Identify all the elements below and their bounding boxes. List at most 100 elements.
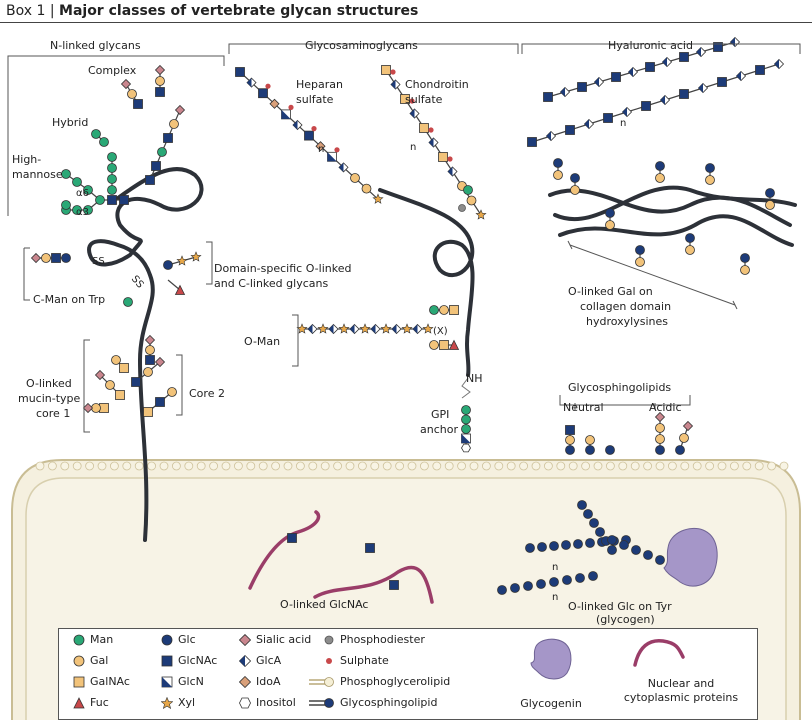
lipid-head <box>72 461 82 471</box>
gal-residue <box>765 200 775 210</box>
high-mannose-label-2: mannose <box>12 168 63 181</box>
legend-glycogenin-icon <box>529 637 575 685</box>
glc-residue <box>605 208 615 218</box>
lipid-head <box>271 461 281 471</box>
gal-residue <box>655 434 665 444</box>
man-residue <box>95 195 105 205</box>
glcnac-residue <box>258 88 268 99</box>
xyl-residue <box>359 323 371 334</box>
glcnac-residue <box>527 137 537 147</box>
man-residue <box>461 405 471 415</box>
glcnac-residue <box>565 425 575 435</box>
glcn-residue-half <box>327 152 337 162</box>
title-text: Major classes of vertebrate glycan struc… <box>59 3 419 19</box>
legend-glcnac-label: GlcNAc <box>178 654 218 667</box>
glcnac-residue <box>119 195 129 205</box>
glc-residue <box>561 540 571 550</box>
sialic-acid-residue <box>682 420 694 432</box>
collagen-label-3: hydroxylysines <box>586 315 668 328</box>
glc-residue <box>705 163 715 173</box>
glcnac-residue <box>145 355 155 365</box>
lipid-head <box>35 461 45 471</box>
galnac-residue <box>449 305 459 315</box>
lipid-head <box>742 461 752 471</box>
legend-gal-label: Gal <box>90 654 109 667</box>
gal-residue <box>143 367 153 377</box>
lipid-head <box>407 461 417 471</box>
gal-residue <box>605 220 615 230</box>
glca-residue-half <box>696 47 701 57</box>
legend: Man Gal GalNAc Fuc Glc GlcNAc GlcN Xyl S… <box>58 628 758 720</box>
man-residue <box>61 200 71 210</box>
lipid-head <box>643 461 652 471</box>
glc-residue <box>643 550 653 560</box>
glca-residue-half <box>628 67 633 77</box>
man-residue <box>123 297 133 307</box>
glcnac-residue <box>163 133 173 143</box>
gal-residue <box>466 195 477 206</box>
glcnac-residue <box>389 580 399 590</box>
glca-residue-half <box>622 107 627 117</box>
lipid-head <box>568 461 578 471</box>
glc-residue <box>575 573 585 583</box>
lipid-head <box>320 461 330 471</box>
mucin-label-3: core 1 <box>36 407 70 420</box>
lipid-head <box>506 461 516 471</box>
sialic-acid-residue <box>174 104 186 116</box>
galnac-residue <box>439 340 449 350</box>
glcn-residue-half <box>461 434 471 443</box>
glcnac-residue <box>51 253 61 263</box>
man-residue <box>463 185 473 195</box>
glycosphingolipids-heading: Glycosphingolipids <box>568 381 671 394</box>
glc-residue <box>619 540 629 550</box>
lipid-head <box>730 461 739 471</box>
lipid-head <box>705 461 714 471</box>
sulphate-group <box>288 104 294 110</box>
legend-man: Man <box>73 633 113 646</box>
legend-galnac-label: GalNAc <box>90 675 130 688</box>
gal-residue <box>155 76 165 86</box>
lipid-head <box>469 461 479 471</box>
glca-residue-half <box>293 120 298 130</box>
glcnac-residue <box>151 161 161 171</box>
o-glc-tyr-label-2: (glycogen) <box>596 613 655 626</box>
glc-residue <box>537 542 547 552</box>
glcnac-residue <box>287 533 297 543</box>
legend-glycogenin-label: Glycogenin <box>520 697 582 710</box>
legend-glycosphingolipid-label: Glycosphingolipid <box>340 696 438 709</box>
lipid-head <box>581 461 590 471</box>
lipid-head <box>680 461 690 471</box>
gal-residue <box>565 435 575 445</box>
sialic-acid-residue <box>154 64 166 76</box>
glcnac-residue <box>679 52 689 62</box>
galnac-residue <box>143 407 153 417</box>
lipid-head <box>556 461 566 471</box>
man-residue <box>61 169 71 179</box>
legend-phosphoglycerolipid: Phosphoglycerolipid <box>307 675 450 688</box>
legend-glcnac: GlcNAc <box>161 654 217 667</box>
galnac-residue <box>119 363 129 373</box>
lipid-head <box>630 461 640 471</box>
glcnac-residue <box>131 377 141 387</box>
glc-residue <box>607 545 617 555</box>
glcn-residue-half <box>281 109 291 119</box>
galnac-residue <box>419 123 429 133</box>
man-residue <box>72 205 82 215</box>
glc-residue <box>549 541 559 551</box>
gal-residue <box>127 89 137 99</box>
lipid-head <box>618 461 628 471</box>
glc-residue <box>565 445 575 455</box>
glcnac-residue <box>543 92 553 102</box>
xyl-residue <box>401 323 413 334</box>
glcnac-residue <box>365 543 375 553</box>
lipid-head <box>382 461 392 471</box>
legend-sulphate-label: Sulphate <box>340 654 389 667</box>
glycogen-repeat-n-2: n <box>552 562 558 573</box>
man-residue <box>461 424 471 434</box>
xyl-residue <box>296 323 308 334</box>
idoa-residue <box>269 98 280 109</box>
lipid-head <box>519 461 528 471</box>
lipid-head <box>295 461 305 471</box>
legend-inositol: Inositol <box>239 696 296 709</box>
man-residue <box>107 163 117 173</box>
